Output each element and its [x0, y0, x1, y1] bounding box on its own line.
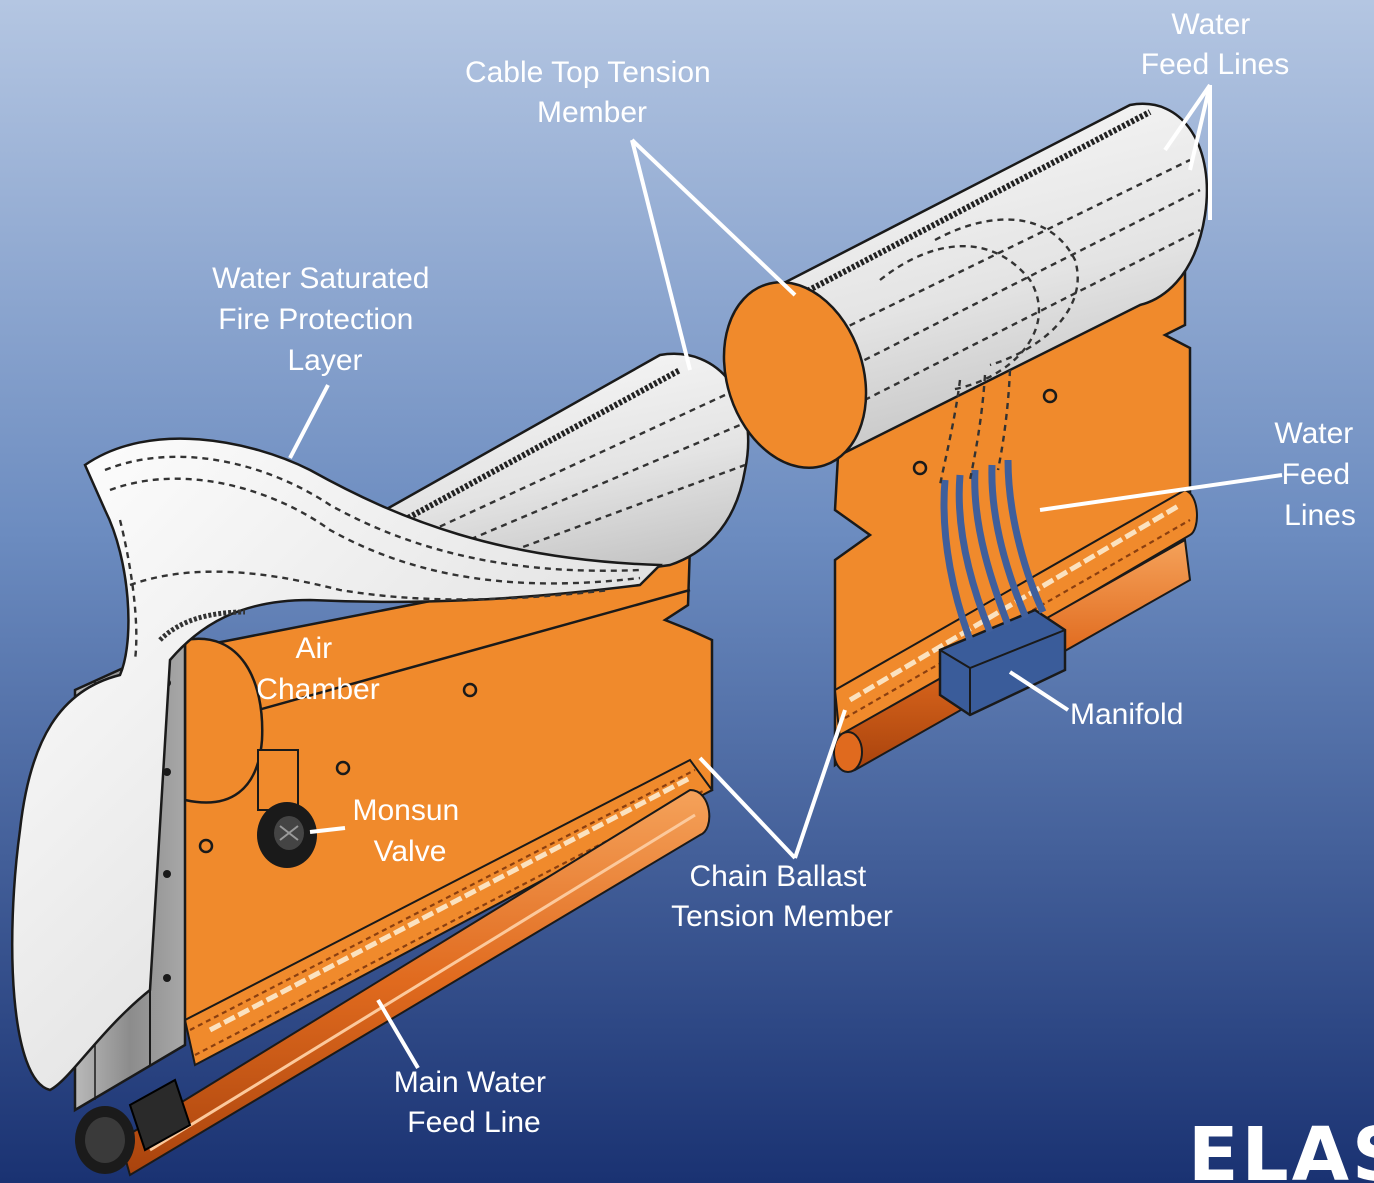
water-feed-hoses	[940, 459, 1047, 642]
elast-logo: ELAST	[1188, 1112, 1374, 1183]
monsun-valve-icon	[257, 749, 317, 868]
cable-top-cylinder-right	[722, 102, 1209, 486]
label-air-chamber: Air Chamber	[256, 632, 379, 706]
label-water-feed-lines-top: Water Feed Lines	[1141, 8, 1289, 81]
label-chain-ballast-tension-member: Chain Ballast Tension Member	[671, 860, 893, 933]
label-water-saturated-layer: Water Saturated Fire Protection Layer	[212, 262, 438, 377]
fire-protection-layer	[10, 437, 663, 1092]
manifold-icon	[938, 608, 1067, 717]
right-boom-section	[722, 102, 1209, 773]
label-main-water-feed-line: Main Water Feed Line	[394, 1066, 555, 1139]
label-cable-top-tension-member: Cable Top Tension Member	[465, 56, 719, 129]
air-chamber-end	[183, 637, 264, 804]
left-boom-section	[10, 352, 750, 1177]
hose-coupling-icon	[75, 1078, 192, 1174]
label-manifold: Manifold	[1070, 698, 1183, 731]
label-water-feed-lines-right: Water Feed Lines	[1274, 417, 1361, 532]
cylinder-cut-face	[722, 280, 868, 470]
leader-lines	[288, 83, 1283, 1070]
label-monsun-valve: Monsun Valve	[352, 794, 467, 868]
ballast-chain	[208, 775, 692, 1033]
